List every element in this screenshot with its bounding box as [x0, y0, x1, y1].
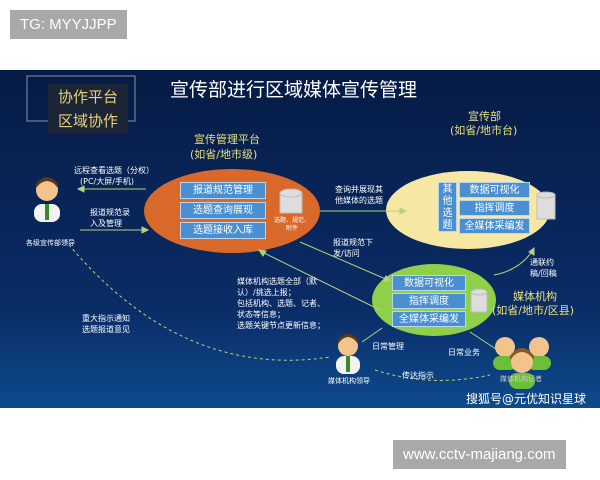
platform-box: 选题查询展现 [180, 202, 266, 219]
flow-arrows [64, 185, 535, 381]
flow-major-notice-1: 重大指示通知 [82, 314, 130, 323]
platform-box: 选题接收入库 [180, 222, 266, 239]
watermark: 搜狐号@元优知识星球 [466, 392, 587, 406]
media-box: 指挥调度 [392, 293, 466, 309]
flow-media-report-3: 包括机构、选题、记者、 [237, 299, 325, 308]
flow-remote-view-1: 远程查看选题（分权） [74, 166, 154, 175]
platform-subtitle: (如省/地市级) [190, 148, 258, 161]
flow-query-show-1: 查询并展现其 [335, 185, 383, 194]
media-leader-label: 媒体机构领导 [328, 377, 370, 385]
flow-media-report-5: 选题关键节点更新信息； [237, 321, 325, 330]
media-subtitle: (如省/地市/区县) [492, 304, 574, 317]
bottom-tag: www.cctv-majiang.com [393, 440, 566, 469]
staff-group-icon [493, 337, 551, 389]
database-icon [536, 191, 556, 220]
platform-title: 宣传管理平台 [194, 133, 260, 146]
badge-collab-platform: 协作平台 [48, 84, 129, 109]
database-icon [470, 288, 488, 313]
media-box: 全媒体采编发 [392, 311, 466, 327]
flow-issue-access-2: 发/访问 [333, 249, 360, 258]
platform-db-label: 选题、规范、附件 [273, 217, 310, 232]
flow-report-entry-1: 报道规范录 [90, 208, 130, 217]
database-icon [279, 188, 303, 214]
media-box: 数据可视化 [392, 275, 466, 291]
leader-person-icon [34, 177, 60, 222]
flow-daily-mgmt: 日常管理 [372, 342, 404, 351]
flow-joint-draft-1: 通联约 [530, 258, 554, 267]
top-tag: TG: MYYJJPP [10, 10, 127, 39]
dept-box: 数据可视化 [459, 182, 530, 198]
badge-regional-collab: 区域协作 [48, 108, 129, 133]
flow-media-report-2: 认）/挑选上报； [237, 288, 296, 297]
flow-remote-view-2: (PC/大屏/手机) [80, 177, 135, 186]
dept-subtitle: (如省/地市台) [450, 124, 518, 137]
diagram-title: 宣传部进行区域媒体宣传管理 [170, 79, 418, 101]
flow-query-show-2: 他媒体的选题 [335, 196, 383, 205]
diagram: 协作平台 区域协作 宣传部进行区域媒体宣传管理 宣传管理平台 (如省/地市级) … [0, 70, 600, 408]
dept-box: 指挥调度 [459, 200, 530, 216]
flow-media-report-1: 媒体机构选题全部（默 [237, 277, 317, 286]
flow-media-report-4: 状态等信息； [237, 310, 285, 319]
flow-daily-biz: 日常业务 [448, 348, 480, 357]
flow-issue-access-1: 报道规范下 [333, 238, 373, 247]
flow-joint-draft-2: 稿/回稿 [530, 269, 557, 278]
platform-box: 报道规范管理 [180, 182, 266, 199]
flow-convey: 传达指示 [402, 371, 434, 380]
media-leader-person-icon [336, 333, 360, 374]
media-title: 媒体机构 [513, 290, 557, 303]
dept-title: 宣传部 [468, 110, 501, 123]
staff-label: 媒体机构记者 [500, 375, 542, 383]
flow-report-entry-2: 入及管理 [90, 219, 122, 228]
dept-box: 全媒体采编发 [459, 218, 530, 234]
flow-major-notice-2: 选题报道意见 [82, 325, 130, 334]
leader-label: 各级宣传部领导 [26, 239, 75, 247]
dept-other-topics: 其他选题 [438, 182, 457, 232]
